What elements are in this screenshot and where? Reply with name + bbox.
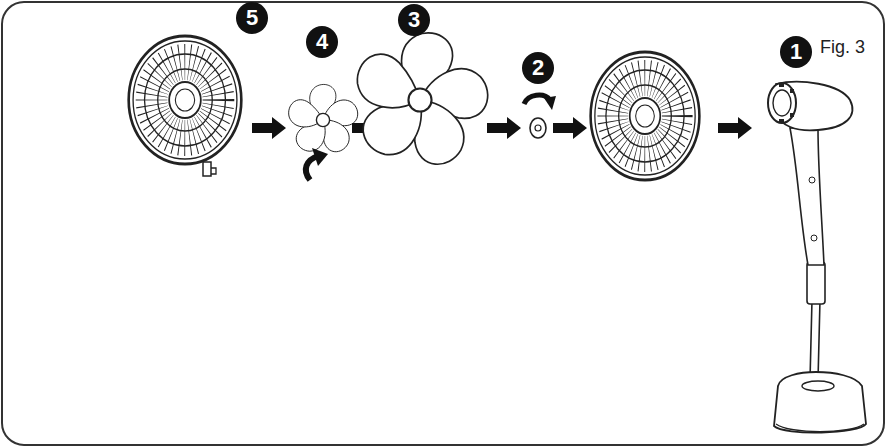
figure-label: Fig. 3 [820, 36, 865, 58]
callout-number: 5 [236, 2, 268, 34]
callout-number: 2 [522, 52, 554, 84]
callout-number: 4 [306, 26, 338, 58]
callout-number: 1 [780, 36, 812, 68]
callout-number: 3 [398, 4, 430, 36]
